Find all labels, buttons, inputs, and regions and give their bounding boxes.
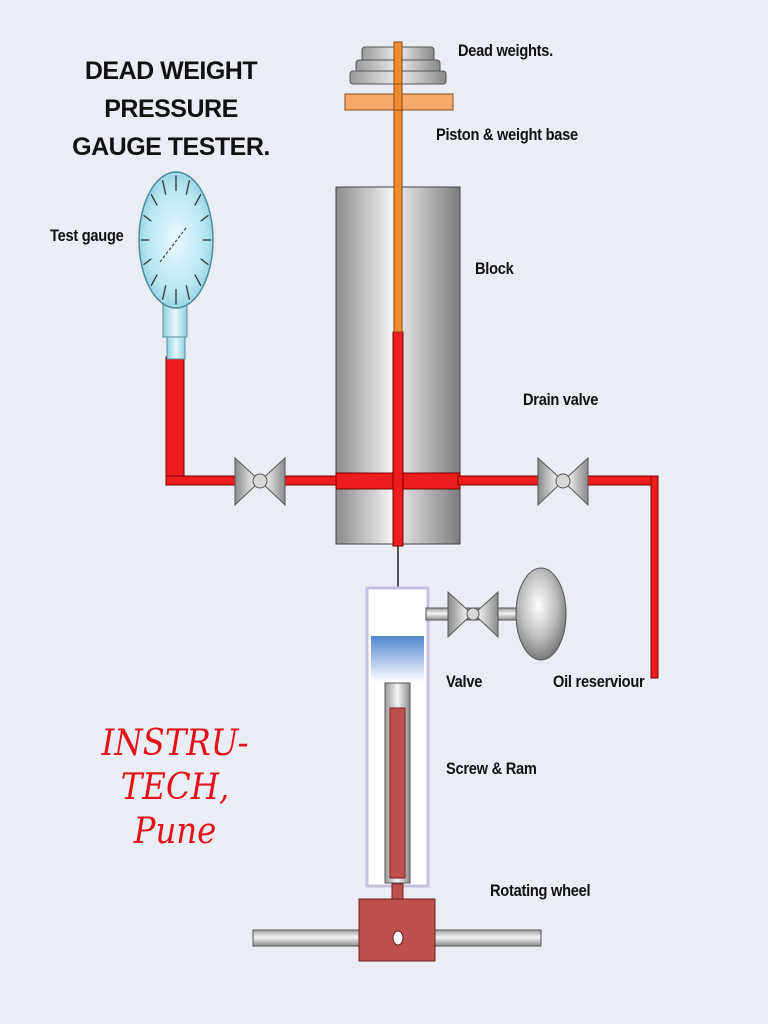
drain-valve <box>537 456 589 507</box>
label-block: Block <box>475 259 514 278</box>
gauge-tick <box>200 214 209 222</box>
reservoir-valve <box>447 590 499 639</box>
test-gauge <box>138 171 214 360</box>
label-rotating-wheel: Rotating wheel <box>490 881 591 900</box>
gauge-tick <box>185 180 191 195</box>
label-drain-valve: Drain valve <box>523 390 599 409</box>
label-valve: Valve <box>446 672 483 691</box>
gauge-tick <box>143 258 152 266</box>
gauge-tick <box>194 274 202 286</box>
oil-reservoir <box>515 567 567 661</box>
left-pipe <box>165 356 339 486</box>
title-line-1: DEAD WEIGHT PRESSURE <box>84 57 258 123</box>
gauge-tick <box>200 258 209 266</box>
gauge-tick <box>161 285 167 300</box>
block-oil-column <box>392 331 404 547</box>
label-screw-ram: Screw & Ram <box>446 759 537 778</box>
left-valve <box>234 456 286 507</box>
label-dead-weights: Dead weights. <box>458 41 553 60</box>
gauge-tick <box>150 274 158 286</box>
label-oil-reservoir: Oil reserviour <box>553 672 645 691</box>
gauge-tick <box>150 194 158 206</box>
dead-weights <box>349 41 447 85</box>
label-test-gauge: Test gauge <box>50 226 124 245</box>
piston-rod-upper <box>393 83 403 111</box>
rotating-wheel-hub <box>358 898 436 962</box>
gauge-tick <box>161 180 167 195</box>
screw-ram <box>384 682 411 901</box>
brand-text: INSTRU-TECH, Pune <box>72 722 279 854</box>
label-piston-base: Piston & weight base <box>436 125 578 144</box>
title-line-2: GAUGE TESTER. <box>72 133 270 161</box>
gauge-tick <box>194 194 202 206</box>
gauge-tick <box>185 285 191 300</box>
brand-line-1: INSTRU-TECH, <box>101 723 249 808</box>
diagram-title: DEAD WEIGHT PRESSURE GAUGE TESTER. <box>40 52 302 166</box>
gauge-tick <box>143 214 152 222</box>
brand-line-2: Pune <box>133 811 217 852</box>
